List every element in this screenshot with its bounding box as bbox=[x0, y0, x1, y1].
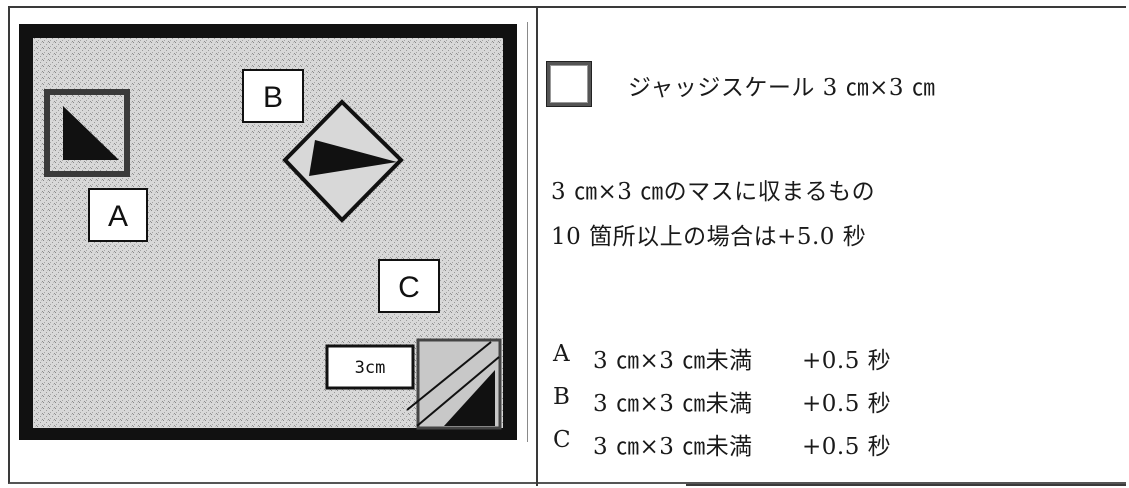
item-a-letter: A bbox=[553, 341, 571, 367]
scale-label-box: 3cm bbox=[325, 344, 415, 390]
item-a-size: 3 ㎝×3 ㎝未満 bbox=[593, 348, 753, 374]
item-b-penalty: +0.5 秒 bbox=[802, 391, 892, 417]
label-c-box: C bbox=[378, 259, 440, 313]
rule-line-2: 10 箇所以上の場合は+5.0 秒 bbox=[551, 224, 867, 250]
scale-label: 3cm bbox=[355, 358, 386, 378]
item-a-penalty: +0.5 秒 bbox=[802, 348, 892, 374]
item-c-penalty: +0.5 秒 bbox=[802, 434, 892, 460]
item-c-letter: C bbox=[553, 427, 572, 453]
bottom-rule bbox=[686, 484, 1126, 486]
defect-a-square bbox=[44, 89, 130, 177]
column-divider bbox=[536, 6, 538, 486]
item-c-size: 3 ㎝×3 ㎝未満 bbox=[593, 434, 753, 460]
rule-line-1: 3 ㎝×3 ㎝のマスに収まるもの bbox=[551, 179, 876, 205]
label-a: A bbox=[108, 200, 128, 233]
column-divider-inner bbox=[527, 22, 528, 442]
item-b-letter: B bbox=[553, 384, 571, 410]
table-frame bbox=[8, 6, 1126, 484]
defect-diagram: A B C 3cm bbox=[19, 24, 517, 440]
item-b-size: 3 ㎝×3 ㎝未満 bbox=[593, 391, 753, 417]
label-b: B bbox=[263, 81, 283, 114]
scale-square bbox=[406, 338, 502, 430]
label-a-box: A bbox=[88, 188, 148, 242]
judge-scale-square-icon bbox=[546, 61, 592, 107]
judge-scale-label: ジャッジスケール 3 ㎝×3 ㎝ bbox=[628, 75, 936, 101]
defect-b-diamond bbox=[282, 99, 404, 223]
label-c: C bbox=[398, 271, 420, 304]
label-b-box: B bbox=[242, 69, 304, 123]
